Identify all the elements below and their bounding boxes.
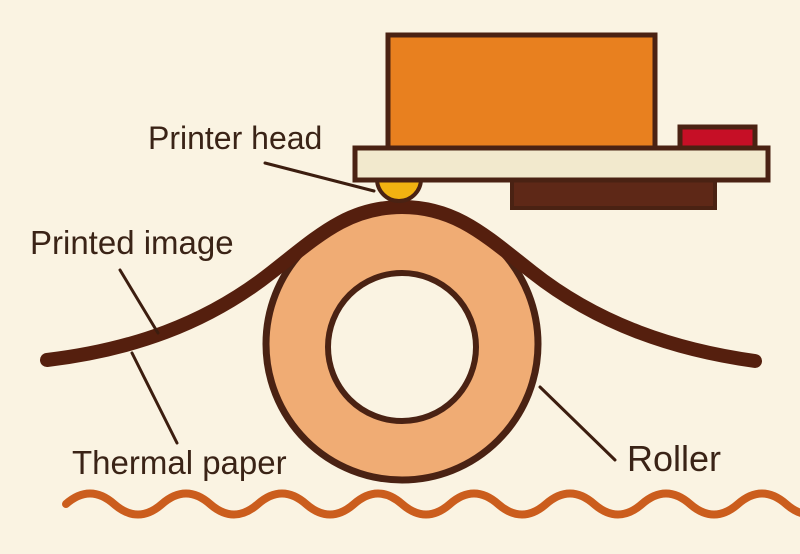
printer-head-label: Printer head <box>148 120 323 156</box>
thermal-paper-curve <box>40 199 762 368</box>
thermal-paper-pointer-line <box>130 351 179 445</box>
head-mount-bar <box>352 145 771 183</box>
roller-pointer-line <box>538 385 617 462</box>
printed-image-pointer-line <box>118 268 160 335</box>
roller-label: Roller <box>627 438 722 479</box>
printer-head-pointer-line <box>263 161 376 193</box>
printed-image-label: Printed image <box>30 224 234 261</box>
heating-element-dome <box>374 177 424 203</box>
bottom-wave-line <box>62 489 800 519</box>
roller-inner-hole <box>325 270 479 424</box>
printer-body-block <box>385 32 658 153</box>
thermal-paper-label: Thermal paper <box>72 444 287 481</box>
printer-base-plate <box>510 176 717 210</box>
